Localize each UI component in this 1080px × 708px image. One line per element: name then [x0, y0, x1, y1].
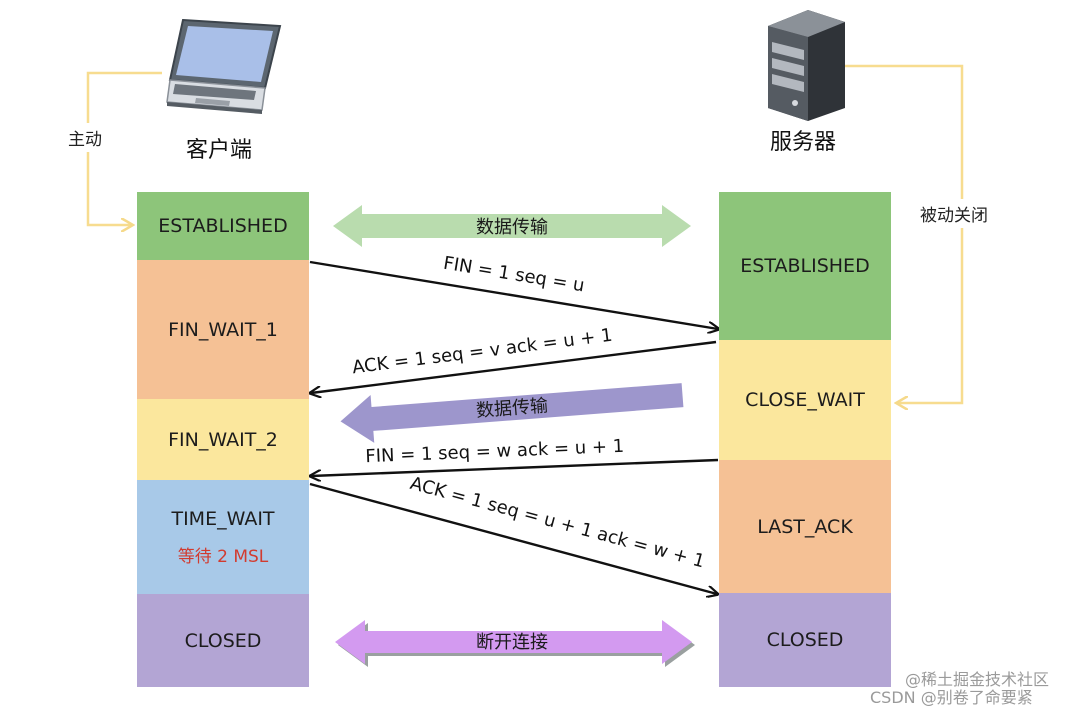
- server-state-established-label: ESTABLISHED: [740, 255, 870, 277]
- client-state-fin-wait-1-label: FIN_WAIT_1: [168, 318, 278, 341]
- client-state-established: ESTABLISHED: [137, 192, 309, 260]
- msg-arrow-ack-1: [311, 340, 717, 393]
- server-state-closed: CLOSED: [719, 593, 891, 687]
- client-state-closed-label: CLOSED: [184, 629, 262, 652]
- msg-arrow-fin-1: [309, 260, 718, 329]
- server-state-last-ack: LAST_ACK: [719, 460, 891, 593]
- server-passive-connector: [845, 64, 964, 403]
- server-state-closed-label: CLOSED: [766, 629, 844, 651]
- band-label-data-transfer-1: 数据传输: [476, 217, 548, 238]
- client-state-fin-wait-2: FIN_WAIT_2: [137, 399, 309, 480]
- msg-label-fin-2: FIN = 1 seq = w ack = u + 1: [365, 436, 625, 467]
- active-close-label: 主动: [68, 123, 102, 152]
- client-state-fin-wait-2-label: FIN_WAIT_2: [168, 428, 278, 451]
- laptop-icon: [166, 18, 282, 114]
- server-icon: [768, 10, 845, 121]
- client-actor-label: 客户端: [186, 138, 253, 163]
- server-state-close-wait-label: CLOSE_WAIT: [745, 389, 865, 411]
- client-state-time-wait-label: TIME_WAIT: [171, 507, 275, 530]
- disconnect-band: [335, 620, 695, 667]
- msg-arrow-ack-2: [309, 482, 717, 594]
- server-state-last-ack-label: LAST_ACK: [757, 515, 853, 538]
- watermark-line-2: CSDN @别卷了命要紧: [870, 688, 1033, 707]
- passive-close-label: 被动关闭: [920, 199, 988, 228]
- msg-arrow-fin-2: [311, 458, 719, 476]
- time-wait-note: 等待 2 MSL: [177, 546, 269, 567]
- server-state-close-wait: CLOSE_WAIT: [719, 340, 891, 460]
- band-label-disconnect: 断开连接: [476, 632, 548, 653]
- watermark-line-1: @稀土掘金技术社区: [905, 670, 1050, 689]
- client-state-fin-wait-1: FIN_WAIT_1: [137, 260, 309, 399]
- server-state-established: ESTABLISHED: [719, 192, 891, 340]
- client-state-time-wait: TIME_WAIT 等待 2 MSL: [137, 480, 309, 594]
- client-state-closed: CLOSED: [137, 594, 309, 687]
- msg-label-fin-1: FIN = 1 seq = u: [442, 253, 586, 297]
- server-actor-label: 服务器: [770, 130, 837, 155]
- data-transfer-band-2: [340, 383, 684, 443]
- client-state-established-label: ESTABLISHED: [158, 215, 288, 237]
- data-transfer-band-1: [333, 205, 691, 247]
